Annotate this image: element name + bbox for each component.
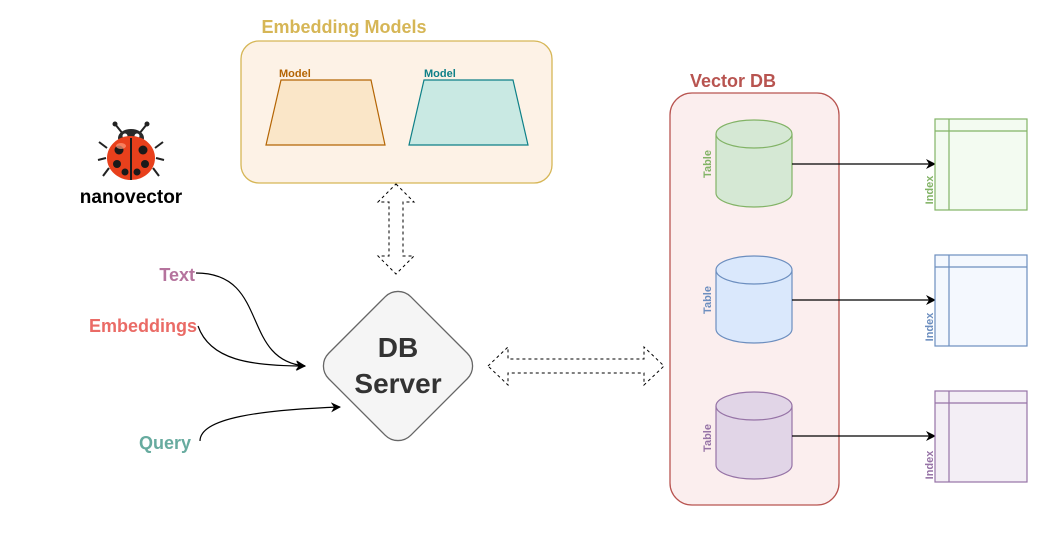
model-shape-1 [265,79,386,146]
db-server-label-line1: DB [378,332,418,363]
text-to-server-connector [195,272,306,371]
index-label-3: Index [924,450,936,480]
embedding-models-container [240,40,553,184]
model-shape-2 [408,79,529,146]
table-label-1: Table [702,150,714,178]
index-label-2: Index [924,312,936,342]
index-box-3 [934,390,1028,483]
embedding-models-title: Embedding Models [261,17,426,37]
model-label-1: Model [279,68,311,80]
db-server-node [322,290,474,442]
vector-db-title: Vector DB [690,71,776,91]
models-server-double-arrow [376,183,416,275]
db-server-label-line2: Server [354,368,441,399]
table-cylinder-1 [715,119,793,208]
server-vectordb-double-arrow [487,345,665,387]
input-text-label: Text [159,265,195,285]
query-to-server-connector [199,402,341,442]
model-label-2: Model [424,68,456,80]
table-cylinder-2 [715,255,793,344]
logo-text: nanovector [80,187,183,208]
index-box-2 [934,254,1028,347]
input-embeddings-label: Embeddings [89,316,197,336]
table-cylinder-3 [715,391,793,480]
index-label-1: Index [924,175,936,205]
table-label-3: Table [702,424,714,452]
table-label-2: Table [702,286,714,314]
index-box-1 [934,118,1028,211]
embeddings-to-server-connector [197,325,306,371]
input-query-label: Query [139,433,191,453]
ladybug-icon [97,121,165,180]
